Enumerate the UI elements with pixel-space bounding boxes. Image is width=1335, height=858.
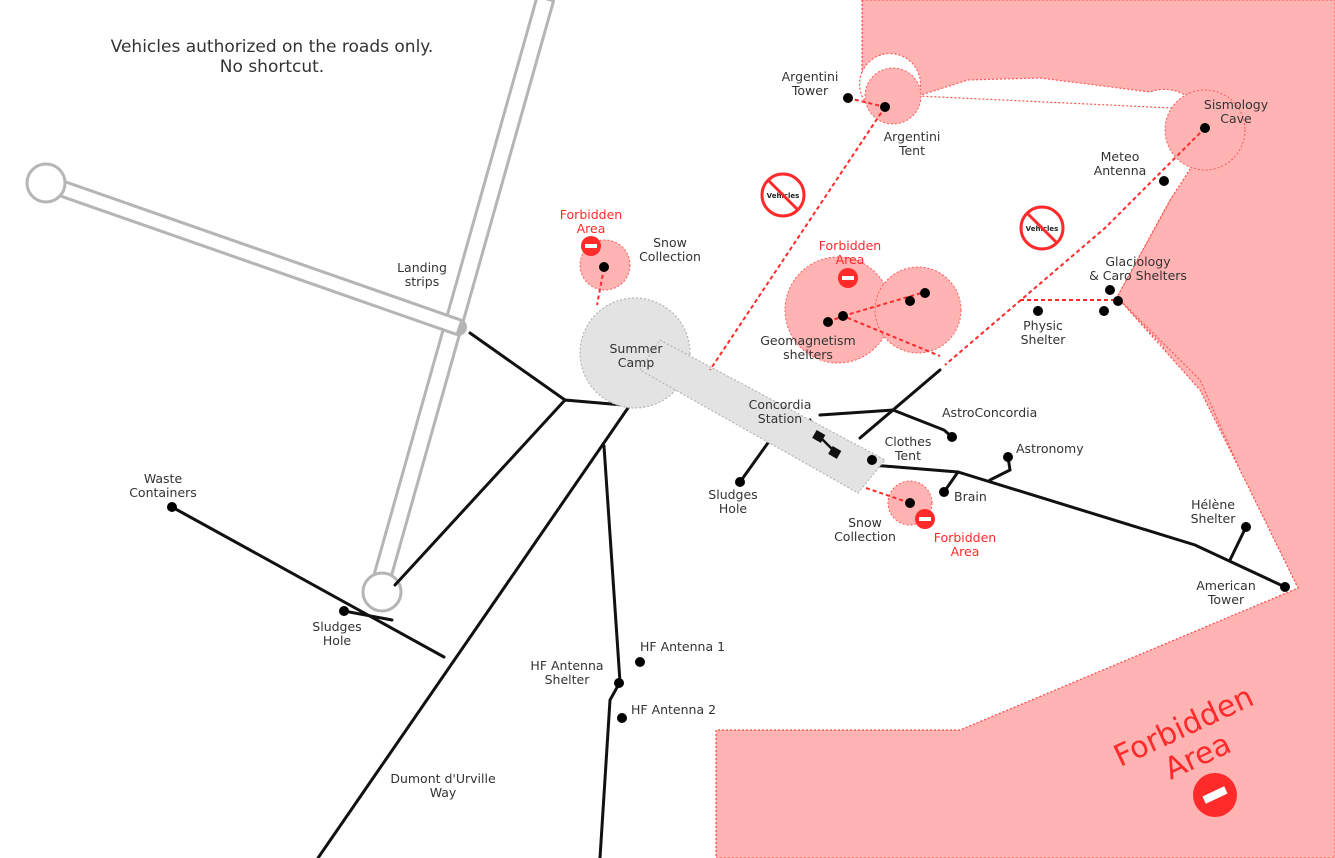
concordia-station-label: Concordia	[749, 397, 812, 412]
waste-containers-label: Containers	[129, 485, 197, 500]
hf-antenna-1-label: HF Antenna 1	[640, 639, 725, 654]
hf-antenna-2-label: HF Antenna 2	[631, 702, 716, 717]
notice-line-2: No shortcut.	[220, 57, 324, 77]
forbidden-area-label: Area	[951, 544, 980, 559]
sludges-hole-label: Hole	[323, 633, 352, 648]
sismology-cave-label: Cave	[1220, 111, 1252, 126]
no-entry-icon	[915, 509, 935, 529]
forbidden-area-label: Area	[577, 221, 606, 236]
geomagnetism-label: shelters	[783, 347, 833, 362]
astroconcordia-label: AstroConcordia	[942, 405, 1037, 420]
sismology-cave-label: Sismology	[1204, 97, 1269, 112]
forbidden-area-label: Forbidden	[560, 207, 622, 222]
no-entry-icon	[1193, 773, 1237, 817]
astronomy-label: Astronomy	[1016, 441, 1084, 456]
argentini-tent-label: Argentini	[884, 129, 941, 144]
landing-strips-label: Landing	[397, 260, 447, 275]
clothes-tent-label: Tent	[894, 448, 921, 463]
hf-antenna-shelter-label: HF Antenna	[530, 658, 603, 673]
american-tower-label: American	[1196, 578, 1256, 593]
station-platform	[639, 339, 886, 494]
argentini-tent-label: Tent	[898, 143, 925, 158]
glaciology-label: & Caro Shelters	[1089, 268, 1187, 283]
landing-strips	[37, 0, 555, 602]
physic-shelter-label: Shelter	[1021, 332, 1067, 347]
dumont-durville-label: Way	[430, 785, 457, 800]
physic-shelter-label: Physic	[1023, 318, 1063, 333]
argentini-tower-label: Tower	[791, 83, 829, 98]
no-vehicles-sign: Vehicles	[760, 172, 806, 218]
hf-antenna-shelter-label: Shelter	[545, 672, 591, 687]
strip-end-west	[25, 162, 67, 204]
snow-collection-label: Collection	[834, 529, 896, 544]
forbidden-area-label: Forbidden	[934, 530, 996, 545]
american-tower-label: Tower	[1207, 592, 1245, 607]
snow-collection-label: Snow	[653, 235, 687, 250]
argentini-tower-label: Argentini	[782, 69, 839, 84]
forbidden-area-label: Forbidden	[819, 238, 881, 253]
landing-strips-label: strips	[405, 274, 439, 289]
clothes-tent-label: Clothes	[885, 434, 932, 449]
meteo-antenna-label: Antenna	[1094, 163, 1147, 178]
meteo-antenna-label: Meteo	[1101, 149, 1140, 164]
argentini-zone	[864, 67, 922, 125]
sludges-hole-label: Sludges	[708, 487, 757, 502]
geomag-zone-east	[874, 266, 962, 354]
no-vehicles-sign: Vehicles	[1019, 205, 1065, 251]
dumont-durville-label: Dumont d'Urville	[390, 771, 496, 786]
sludges-hole-label: Hole	[719, 501, 748, 516]
sludges-hole-label: Sludges	[312, 619, 361, 634]
summer-camp-label: Summer	[609, 341, 663, 356]
glaciology-label: Glaciology	[1105, 254, 1171, 269]
snow-collection-label: Collection	[639, 249, 701, 264]
poi-markers	[167, 93, 1290, 723]
helene-shelter-label: Shelter	[1191, 511, 1237, 526]
concordia-station-label: Station	[758, 411, 802, 426]
forbidden-area-label: Area	[836, 252, 865, 267]
concordia-link	[818, 435, 836, 453]
summer-camp-label: Camp	[618, 355, 655, 370]
snow-collection-label: Snow	[848, 515, 882, 530]
notice-line-1: Vehicles authorized on the roads only.	[111, 37, 434, 57]
strip-end-south	[361, 571, 403, 613]
geomagnetism-label: Geomagnetism	[760, 333, 855, 348]
roads	[170, 331, 1287, 858]
no-entry-icon	[838, 268, 858, 288]
brain-label: Brain	[954, 489, 987, 504]
no-entry-icon	[581, 236, 601, 256]
waste-containers-label: Waste	[144, 471, 183, 486]
allowed-area	[0, 0, 1298, 858]
forbidden-zone-edge	[715, 0, 1335, 858]
helene-shelter-label: Hélène	[1191, 497, 1235, 512]
